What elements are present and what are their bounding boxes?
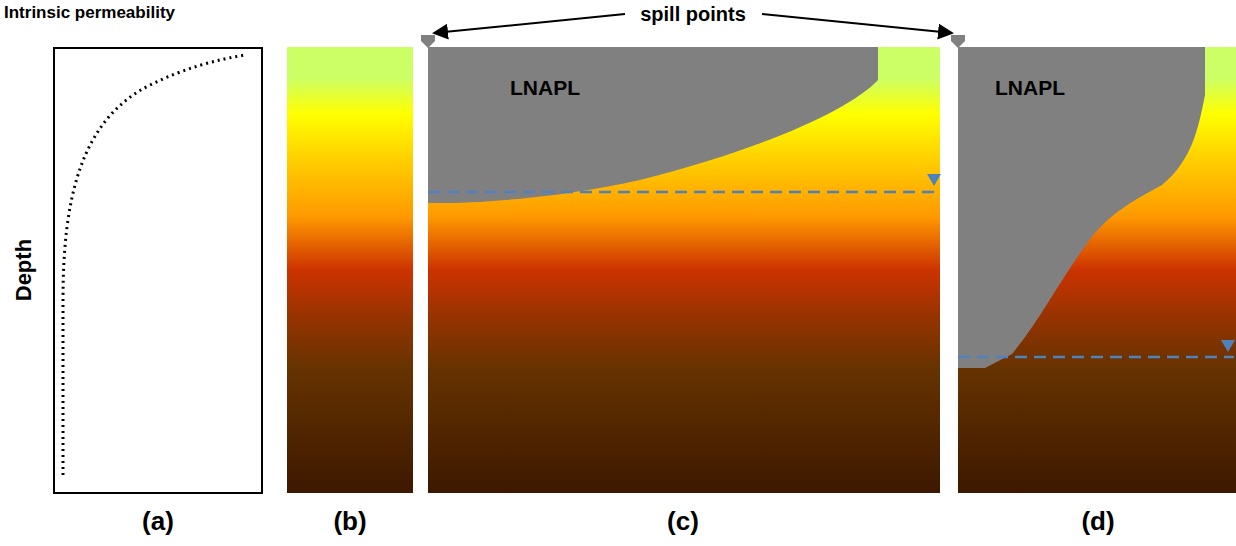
- lnapl-body: [958, 47, 1205, 368]
- callout-label: spill points: [640, 3, 746, 25]
- leader-arrow: [434, 14, 625, 33]
- panel-label: (c): [667, 507, 699, 536]
- panel-label: (d): [1081, 507, 1114, 536]
- water-table-symbol: [1221, 340, 1235, 352]
- region-label: LNAPL: [510, 76, 580, 99]
- permeability-curve: [63, 55, 245, 475]
- axis-title: Depth: [12, 239, 36, 301]
- water-table-symbol: [927, 174, 941, 186]
- soil-column: [958, 47, 1236, 493]
- spill-point-marker: [421, 35, 435, 48]
- water-table: [958, 356, 1234, 359]
- leader-arrow: [762, 14, 952, 33]
- soil-column: [287, 47, 413, 493]
- plot-frame: [54, 48, 262, 493]
- panel-label: (a): [142, 507, 174, 536]
- spill-point-marker: [951, 35, 965, 48]
- region-label: LNAPL: [995, 76, 1065, 99]
- lnapl-body: [428, 47, 878, 203]
- axis-title: Intrinsic permeability: [4, 4, 175, 23]
- soil-column: [428, 47, 940, 493]
- panel-label: (b): [333, 507, 366, 536]
- water-table: [428, 191, 935, 194]
